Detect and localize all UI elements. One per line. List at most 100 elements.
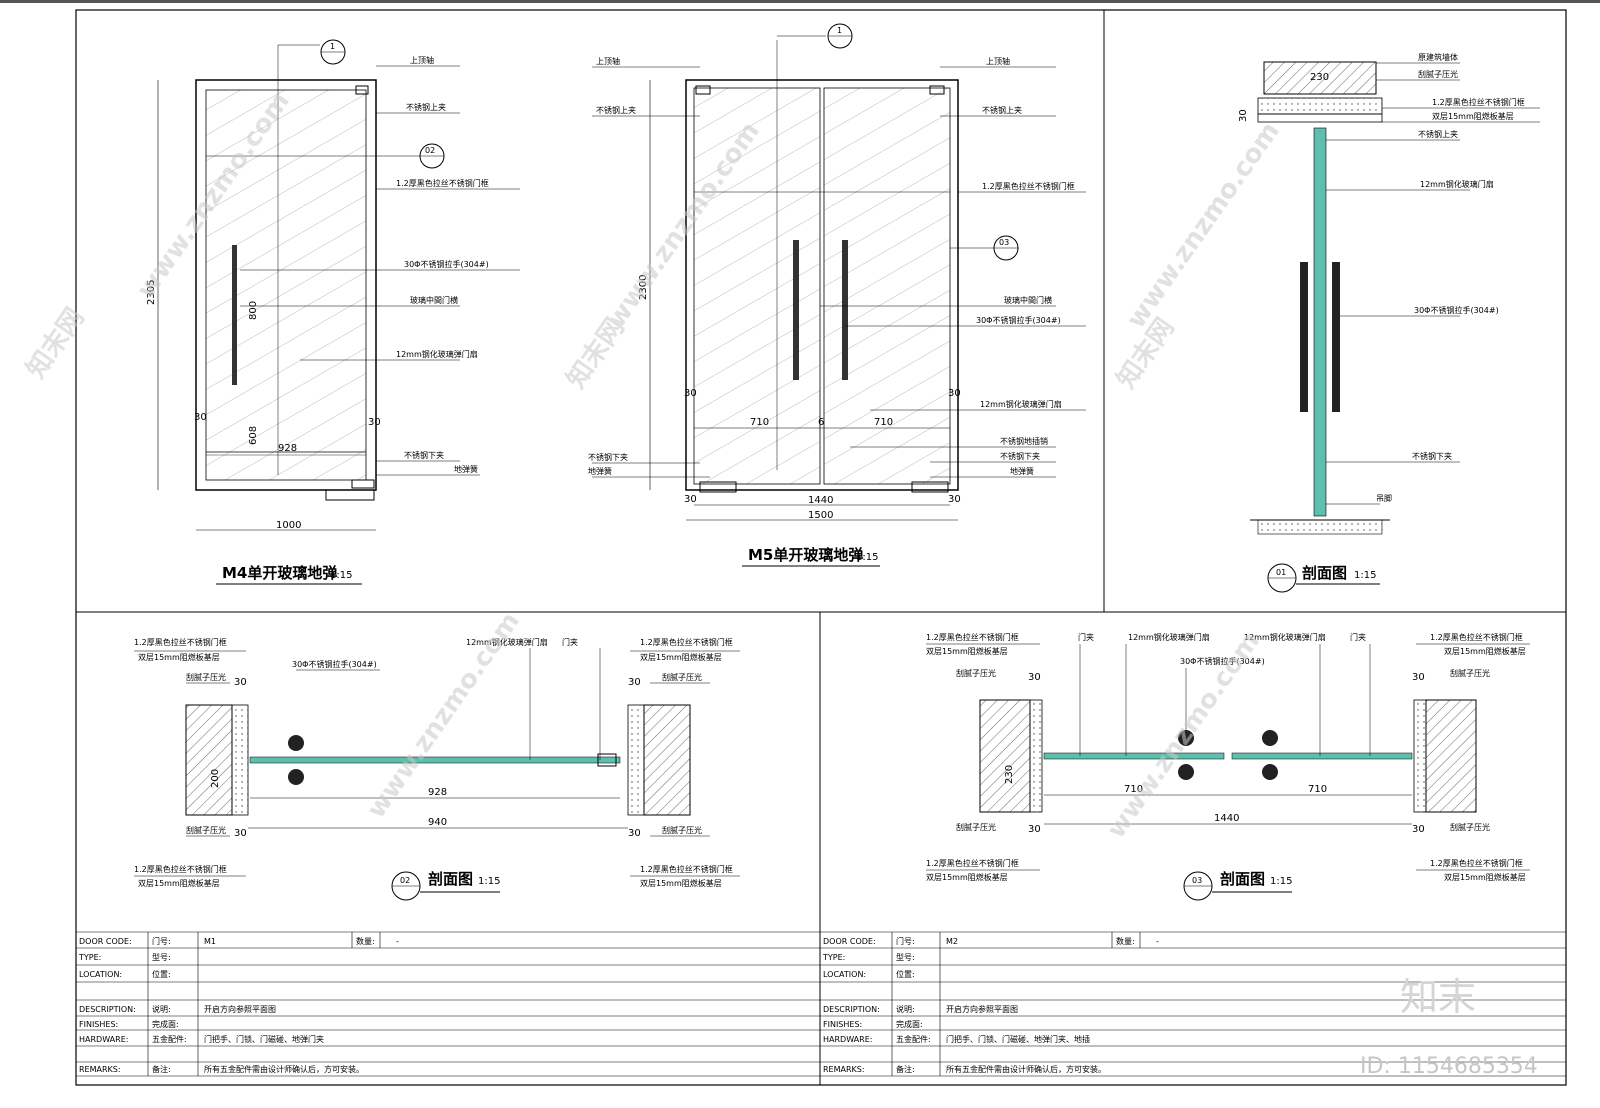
m5-label-right-3: 玻璃中間门横: [1004, 295, 1052, 305]
sec03-label-1-tl: 双层15mm阻燃板基层: [926, 646, 1008, 656]
sheet-border: [75, 9, 1567, 1086]
sec02-label-1-br: 双层15mm阻燃板基层: [640, 878, 722, 888]
m5-label-right-5: 12mm钢化玻璃弹门扇: [980, 399, 1062, 409]
sec03-label-2-br: 刮腻子压光: [1450, 822, 1490, 832]
m5-label-right-7: 不锈钢下夹: [1000, 451, 1040, 461]
m5-dim-inner: 1440: [808, 495, 833, 506]
sec01-label-0: 原建筑墙体: [1418, 52, 1458, 62]
sec02-label-1-r: 双层15mm阻燃板基层: [640, 652, 722, 662]
sec01-label-3: 双层15mm阻燃板基层: [1432, 111, 1514, 121]
left-rem-cn: 备注:: [152, 1064, 171, 1074]
sec03-label-5: 30Φ不锈钢拉手(304#): [1180, 656, 1265, 666]
right-fin-cn: 完成面:: [896, 1019, 923, 1029]
right-qty-val: -: [1156, 937, 1159, 946]
sec02-dim-side-bl: 30: [234, 828, 247, 839]
sec01-title: 剖面图: [1302, 564, 1347, 582]
m4-dim-inner: 928: [278, 443, 297, 454]
sec02-label-0-r: 1.2厚黑色拉丝不锈钢门框: [640, 637, 733, 647]
sec02-label-2-bl: 刮腻子压光: [186, 825, 226, 835]
watermark-logo: 知末: [1400, 975, 1476, 1019]
sec03-label-2-tr: 刮腻子压光: [1450, 668, 1490, 678]
sec03-label-0-br: 1.2厚黑色拉丝不锈钢门框: [1430, 858, 1523, 868]
sec03-dim-side-tr: 30: [1412, 672, 1425, 683]
sec01-label-5: 12mm钢化玻璃门扇: [1420, 179, 1494, 189]
sec03-label-1-tr: 双层15mm阻燃板基层: [1444, 646, 1526, 656]
m4-elevation: 2305 1000 928 800 608 30 30 1 02 上顶轴 不锈钢…: [146, 39, 520, 585]
right-code-val: M2: [946, 937, 958, 946]
sec02-dim-side-tl: 30: [234, 677, 247, 688]
sec01-num: 01: [1276, 568, 1286, 577]
right-hw-en: HARDWARE:: [823, 1035, 872, 1044]
m4-dim-width: 1000: [276, 520, 301, 531]
m4-dim-side-l: 30: [194, 412, 207, 423]
left-fin-en: FINISHES:: [79, 1020, 118, 1029]
m5-scale: 1:15: [856, 552, 878, 563]
left-hw-cn: 五金配件:: [152, 1034, 187, 1044]
sec03-label-0-tr: 1.2厚黑色拉丝不锈钢门框: [1430, 632, 1523, 642]
sec03-label-4-r: 12mm钢化玻璃弹门扇: [1244, 632, 1326, 642]
sec02-label-0-br: 1.2厚黑色拉丝不锈钢门框: [640, 864, 733, 874]
left-rem-en: REMARKS:: [79, 1065, 121, 1074]
section-01: 230 30 原建筑墙体 刮腻子压光 1.2厚黑色拉丝不锈钢门框 双层15mm阻…: [1238, 52, 1540, 593]
left-desc-cn: 说明:: [152, 1004, 171, 1014]
left-hw-en: HARDWARE:: [79, 1035, 128, 1044]
m5-dim-side-r: 30: [948, 388, 961, 399]
right-rem-cn: 备注:: [896, 1064, 915, 1074]
left-fin-cn: 完成面:: [152, 1019, 179, 1029]
watermark-brand-1: 知末网: [21, 303, 90, 384]
m4-dim-handle: 800: [248, 301, 259, 320]
schedule-left: DOOR CODE: 门号: M1 数量: - TYPE: 型号: LOCATI…: [78, 936, 399, 1074]
right-rem-val: 所有五金配件需由设计师确认后，方可安装。: [946, 1064, 1106, 1074]
m5-label-left-1: 不锈钢上夹: [596, 105, 636, 115]
m5-dim-height: 2300: [638, 275, 649, 300]
m4-label-2: 1.2厚黑色拉丝不锈钢门框: [396, 178, 489, 188]
m5-dim-bottom-r: 30: [948, 494, 961, 505]
right-qty-cn: 数量:: [1116, 936, 1135, 946]
sec02-label-4: 12mm钢化玻璃弹门扇: [466, 637, 548, 647]
m5-label-left-2: 不锈钢下夹: [588, 452, 628, 462]
sec01-label-8: 吊脚: [1376, 493, 1392, 503]
right-code-cn: 门号:: [896, 936, 915, 946]
right-desc-en: DESCRIPTION:: [823, 1005, 880, 1014]
left-desc-val: 开启方向参照平面图: [204, 1004, 276, 1014]
m5-callout-top: 1: [837, 26, 842, 35]
left-hw-val: 门把手、门锁、门磁碰、地弹门夹: [204, 1034, 324, 1044]
sec03-label-1-br: 双层15mm阻燃板基层: [1444, 872, 1526, 882]
m4-label-0: 上顶轴: [410, 55, 434, 65]
left-loc-en: LOCATION:: [79, 970, 122, 979]
sec01-scale: 1:15: [1354, 570, 1376, 581]
sec03-scale: 1:15: [1270, 876, 1292, 887]
watermark-brand-2: 知末网: [561, 313, 630, 394]
sec03-label-0-tl: 1.2厚黑色拉丝不锈钢门框: [926, 632, 1019, 642]
sec02-label-5: 门夹: [562, 637, 578, 647]
m4-label-7: 地弹簧: [454, 464, 478, 474]
schedule-table: [76, 931, 1566, 1077]
section-03: 710 710 1440 30 30 30 30 230 1.2厚黑色拉丝不锈钢…: [926, 632, 1530, 901]
left-qty-val: -: [396, 937, 399, 946]
m5-dim-side-l: 30: [684, 388, 697, 399]
m4-label-4: 玻璃中間门横: [410, 295, 458, 305]
sec03-label-2-bl: 刮腻子压光: [956, 822, 996, 832]
m5-label-left-0: 上顶轴: [596, 56, 620, 66]
sec03-label-2-tl: 刮腻子压光: [956, 668, 996, 678]
m4-callout-side: 02: [425, 146, 435, 155]
m5-elevation: 2300 710 6 710 1440 1500 30 30 30 30 1 0…: [588, 23, 1086, 567]
sec02-dim-side-br: 30: [628, 828, 641, 839]
right-type-en: TYPE:: [822, 953, 845, 962]
sec01-label-6: 30Φ不锈钢拉手(304#): [1414, 305, 1499, 315]
right-type-cn: 型号:: [896, 953, 915, 962]
sec03-label-1-bl: 双层15mm阻燃板基层: [926, 872, 1008, 882]
m5-label-right-6: 不锈钢地插销: [1000, 436, 1048, 446]
right-fin-en: FINISHES:: [823, 1020, 862, 1029]
m5-dim-leaf-l: 710: [750, 417, 769, 428]
sec03-label-4-l: 12mm钢化玻璃弹门扇: [1128, 632, 1210, 642]
sec02-dim-outer: 940: [428, 817, 447, 828]
m5-label-left-3: 地弹簧: [588, 466, 612, 476]
sec02-label-2-br: 刮腻子压光: [662, 825, 702, 835]
sec03-dim-side-bl: 30: [1028, 824, 1041, 835]
sec02-label-0-l: 1.2厚黑色拉丝不锈钢门框: [134, 637, 227, 647]
sec02-label-1-bl: 双层15mm阻燃板基层: [138, 878, 220, 888]
left-code-val: M1: [204, 937, 216, 946]
sec02-label-2-tr: 刮腻子压光: [662, 672, 702, 682]
